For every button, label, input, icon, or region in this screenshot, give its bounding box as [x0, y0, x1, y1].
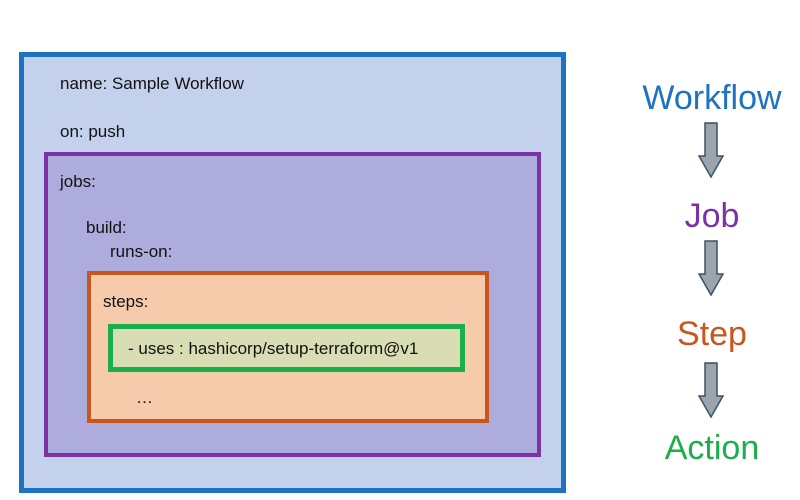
down-arrow-icon: [698, 362, 724, 418]
build-line: build:: [86, 218, 127, 237]
down-arrow-icon: [698, 240, 724, 296]
trigger-line: on: push: [60, 122, 126, 141]
workflow-name-line: name: Sample Workflow: [60, 74, 244, 93]
uses-action-line: - uses : hashicorp/setup-terraform@v1: [128, 339, 419, 358]
hierarchy-label-job: Job: [684, 197, 740, 235]
hierarchy-label-step: Step: [677, 315, 747, 353]
ellipsis-line: …: [136, 388, 153, 407]
runs-on-line: runs-on:: [110, 242, 173, 261]
down-arrow-icon: [698, 122, 724, 178]
hierarchy-label-workflow: Workflow: [642, 79, 782, 117]
steps-line: steps:: [103, 292, 149, 311]
action-box: [108, 324, 465, 372]
hierarchy-label-action: Action: [664, 429, 760, 467]
jobs-line: jobs:: [60, 172, 96, 191]
